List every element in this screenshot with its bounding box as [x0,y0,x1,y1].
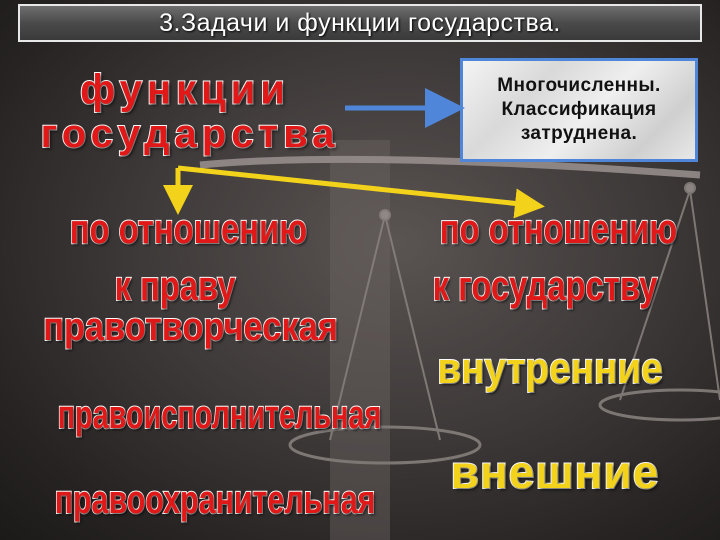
heading-line-2: государства [40,111,340,157]
note-box: Многочисленны. Классификация затруднена. [460,58,698,162]
function-external: внешние [450,445,660,499]
function-law-protection: правоохранительная [54,477,376,523]
function-law-enforcement: правоисполнительная [57,392,382,438]
heading-line-1: функции [79,66,290,114]
note-text: Многочисленны. Классификация затруднена. [497,75,661,144]
function-lawmaking: правотворческая [42,304,338,350]
left-heading-line-2: к праву [114,261,237,310]
left-heading-line-1: по отношению [69,204,308,253]
title-bar: 3.Задачи и функции государства. [18,4,702,42]
right-heading-line-1: по отношению [439,204,678,253]
function-internal: внутренние [436,343,663,394]
right-heading-line-2: к государству [432,261,658,310]
page-title: 3.Задачи и функции государства. [159,8,561,37]
